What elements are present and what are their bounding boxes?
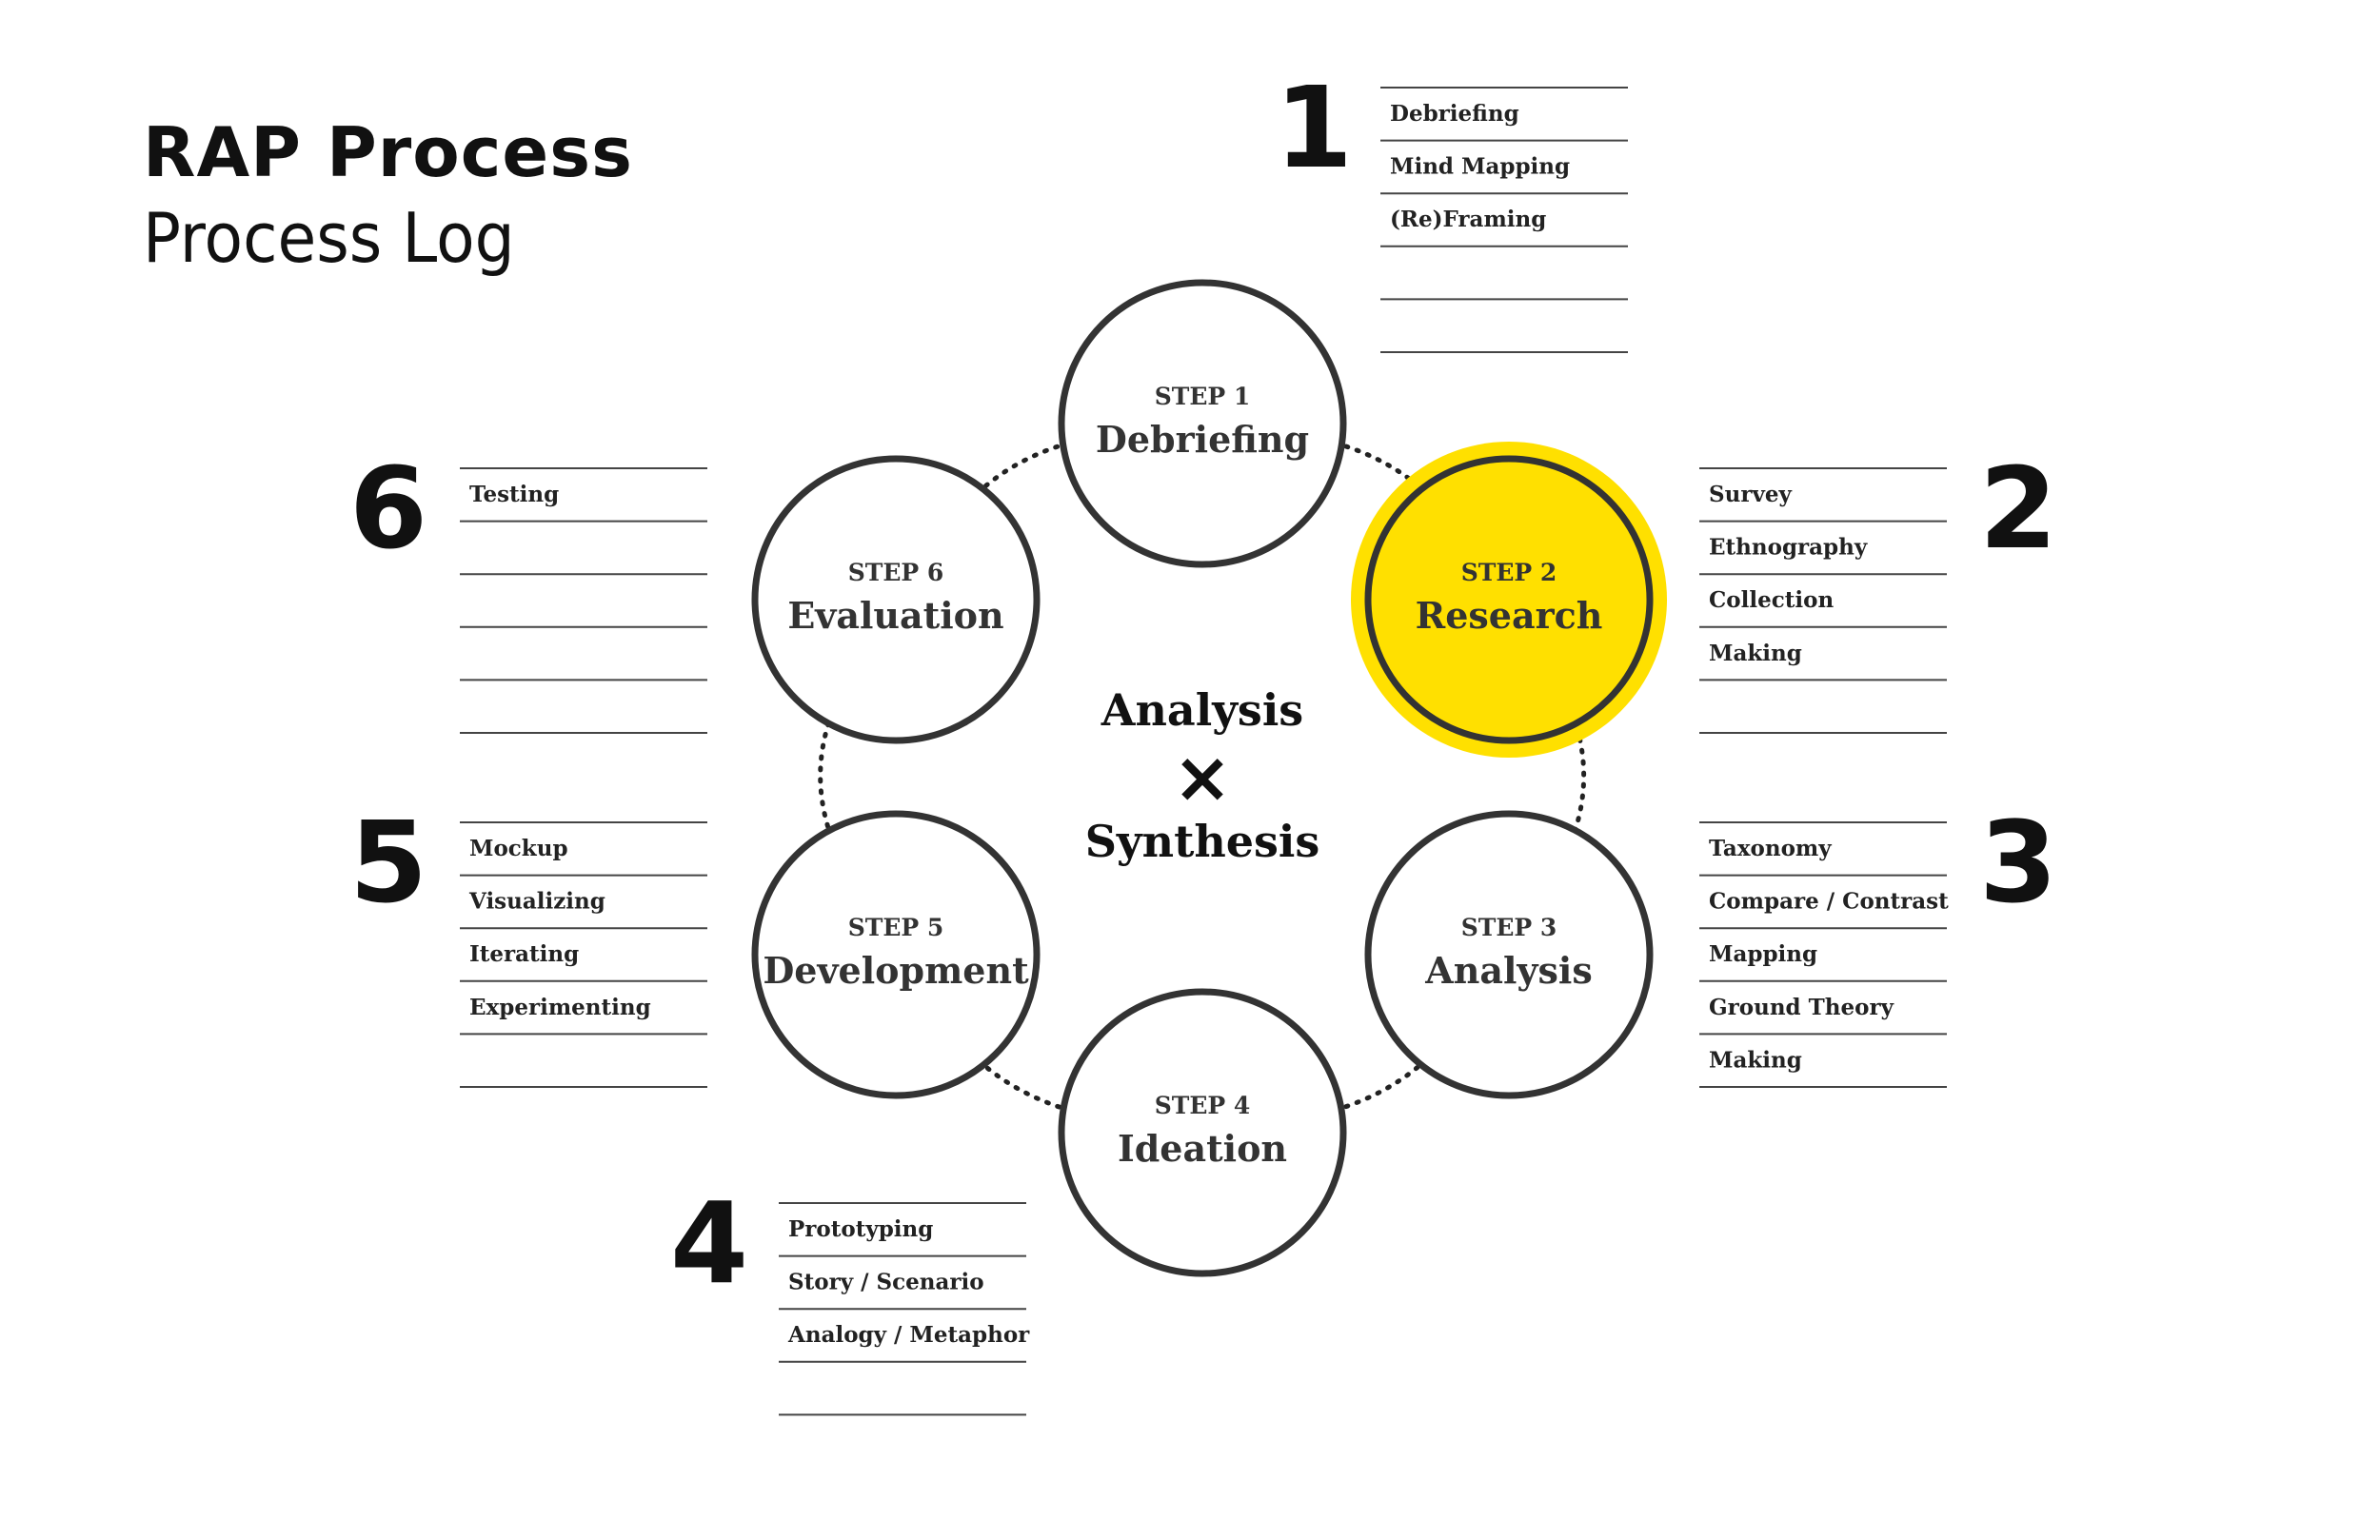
- step-circle: [751, 455, 1041, 744]
- list-item: Debriefing: [1390, 101, 1519, 127]
- list-item: Analogy / Metaphor: [787, 1322, 1030, 1348]
- list-item: Iterating: [469, 941, 579, 967]
- step-node-evaluation: STEP 6 Evaluation: [751, 455, 1041, 744]
- page-title: RAP Process: [143, 112, 633, 192]
- step-circle: [1364, 455, 1654, 744]
- list-item: Taxonomy: [1709, 836, 1832, 861]
- center-line-synthesis: Synthesis: [1085, 816, 1320, 867]
- list-item: Survey: [1709, 482, 1792, 507]
- step-number: 3: [1979, 797, 2057, 928]
- step-name: Research: [1416, 594, 1603, 637]
- list-item: Making: [1709, 1047, 1802, 1073]
- step-name: Ideation: [1118, 1127, 1287, 1170]
- step-number: 2: [1979, 443, 2057, 574]
- step-name: Analysis: [1424, 949, 1592, 992]
- step-number: 1: [1275, 62, 1353, 193]
- list-item: Prototyping: [788, 1216, 933, 1242]
- step-label: STEP 3: [1461, 914, 1557, 941]
- step-label: STEP 4: [1155, 1092, 1251, 1119]
- center-line-analysis: Analysis: [1101, 684, 1303, 736]
- step-node-debriefing: STEP 1 Debriefing: [1058, 279, 1347, 568]
- step-circle: [1364, 810, 1654, 1099]
- list-item: Ground Theory: [1709, 995, 1894, 1020]
- step-label: STEP 6: [848, 559, 944, 586]
- step-number: 6: [349, 443, 427, 574]
- step-label: STEP 1: [1155, 383, 1251, 410]
- list-item: Mapping: [1709, 941, 1817, 967]
- step-node-research: STEP 2 Research: [1351, 442, 1667, 758]
- list-item: Compare / Contrast: [1709, 889, 1949, 915]
- step-list-6: 6 Testing: [349, 443, 707, 734]
- step-node-analysis: STEP 3 Analysis: [1364, 810, 1654, 1099]
- list-item: Mockup: [469, 836, 568, 861]
- list-item: Ethnography: [1709, 535, 1868, 561]
- step-name: Development: [763, 949, 1029, 992]
- list-item: Making: [1709, 641, 1802, 666]
- step-circle: [1058, 279, 1347, 568]
- list-item: Testing: [469, 482, 559, 507]
- center-times-symbol: ×: [1173, 737, 1232, 819]
- step-label: STEP 5: [848, 914, 944, 941]
- list-item: Story / Scenario: [788, 1270, 984, 1295]
- step-node-development: STEP 5 Development: [751, 810, 1041, 1099]
- list-item: Collection: [1709, 587, 1834, 613]
- center-label: Analysis × Synthesis: [1085, 684, 1320, 867]
- page-subtitle: Process Log: [143, 198, 515, 278]
- step-name: Evaluation: [787, 594, 1003, 637]
- list-item: Visualizing: [468, 889, 605, 915]
- step-label: STEP 2: [1461, 559, 1557, 586]
- step-node-ideation: STEP 4 Ideation: [1058, 988, 1347, 1277]
- list-item: Mind Mapping: [1390, 154, 1570, 180]
- step-number: 4: [670, 1177, 748, 1309]
- list-item: Experimenting: [469, 995, 651, 1020]
- step-name: Debriefing: [1096, 418, 1309, 461]
- step-circle: [1058, 988, 1347, 1277]
- step-number: 5: [349, 797, 427, 928]
- list-item: (Re)Framing: [1390, 207, 1546, 232]
- step-circle: [751, 810, 1041, 1099]
